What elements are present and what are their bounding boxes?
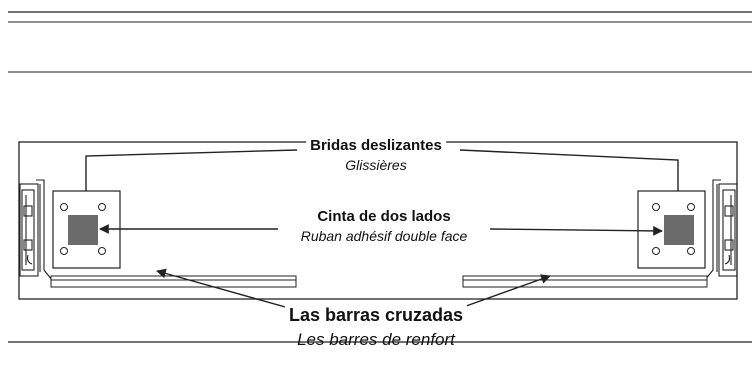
- left-cross-bar: [50, 275, 297, 288]
- label-barras-cruzadas: Las barras cruzadas: [284, 305, 468, 326]
- leader-bridas-right: [459, 149, 679, 191]
- arrow-barras-right: [454, 274, 551, 311]
- right-slide-rail: [704, 179, 738, 281]
- label-bridas-deslizantes: Bridas deslizantes: [306, 137, 446, 154]
- label-barres-de-renfort: Les barres de renfort: [297, 330, 455, 349]
- left-tape-square: [68, 215, 98, 245]
- label-glissieres: Glissières: [343, 157, 409, 173]
- right-cross-bar: [462, 275, 708, 288]
- right-mounting-plate: [637, 190, 706, 269]
- label-cinta-de-dos-lados: Cinta de dos lados: [313, 208, 455, 225]
- left-slide-rail: [19, 179, 53, 281]
- arrow-barras-left: [156, 268, 297, 311]
- arrow-cinta-right: [489, 225, 663, 236]
- right-tape-square: [664, 215, 694, 245]
- leader-bridas-left: [85, 149, 298, 191]
- label-ruban-adhesif: Ruban adhésif double face: [298, 228, 470, 244]
